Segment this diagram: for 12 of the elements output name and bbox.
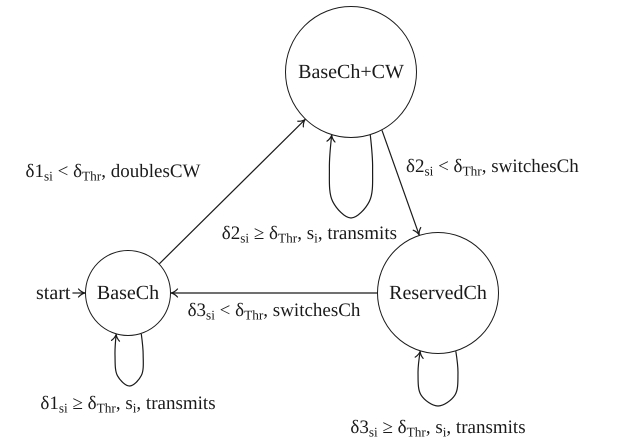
transition-label: δ1$_{si}$ < δ$_{Thr}$, doublesCW (24, 161, 202, 183)
transition-label: δ2$_{si}$ ≥ δ$_{Thr}$, s$_{i}$, transmits (220, 223, 398, 245)
start-label: start (36, 282, 70, 304)
state-name: ReservedCh (389, 282, 487, 304)
state-name: BaseCh (96, 282, 160, 304)
state-circle (285, 6, 417, 138)
transition-label: δ3$_{si}$ < δ$_{Thr}$, switchesCh (186, 300, 362, 322)
transition-label: δ3$_{si}$ ≥ δ$_{Thr}$, s$_{i}$, transmits (349, 417, 527, 439)
state-name: BaseCh+CW (298, 61, 404, 83)
state-circle (85, 250, 171, 336)
transition-label: δ1$_{si}$ ≥ δ$_{Thr}$, s$_{i}$, transmits (39, 393, 217, 415)
transition-label: δ2$_{si}$ < δ$_{Thr}$, switchesCh (405, 156, 580, 178)
